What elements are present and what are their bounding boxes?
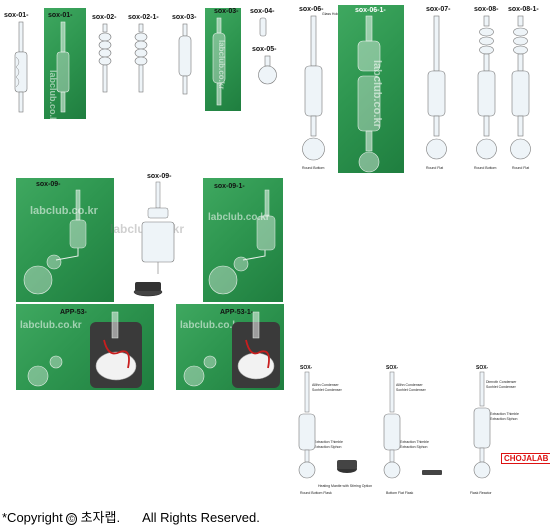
caption-soxhlet-condenser: Soxhlet Condenser [396,388,426,392]
product-code-label: SOX- [386,365,399,371]
reactor-setup-illustration [183,311,280,388]
caption-extraction-siphon: Extraction Siphon [490,417,518,421]
soxhlet-setup-illustration [133,181,175,297]
product-code-label: sox-06-1- [355,7,386,14]
condenser-illustration [259,17,267,37]
soxhlet-extractor-illustration [357,15,381,173]
product-code-label: sox-04- [250,8,275,15]
soxhlet-extractor-illustration [476,15,497,160]
caption-round-flat: Round Flat [426,166,444,170]
product-code-label: sox-01- [48,12,73,19]
product-code-label: sox-08- [474,6,499,13]
product-code-label: APP-53- [60,309,87,316]
green-photo-panel [205,8,241,111]
soxhlet-assembly-illustration [383,371,442,479]
copyright-footer: *Copyright © 초자랩. All Rights Reserved. [2,507,260,526]
caption-extraction-thimble: Extraction Thimble [490,412,519,416]
reactor-setup-illustration [27,311,142,388]
product-code-label: sox-01- [4,12,29,19]
product-code-label: SOX- [300,365,313,371]
rights-text: All Rights Reserved. [142,510,260,525]
soxhlet-assembly-illustration [473,371,491,479]
product-code-label: sox-02- [92,14,117,21]
caption-dimroth-condenser: Dimroth Condenser [486,380,517,384]
product-code-label: sox-06- [299,6,324,13]
allihn-condenser-illustration [98,23,112,93]
product-code-label: sox-09- [147,173,172,180]
product-code-label: sox-07- [426,6,451,13]
soxhlet-extractor-illustration [510,15,531,160]
brand-logo: CHOJALAB [501,453,550,464]
soxhlet-apparatus-illustration [56,21,70,113]
product-code-label: SOX- [476,365,489,371]
caption-soxhlet-condenser: Soxhlet Condenser [312,388,342,392]
product-code-label: sox-03- [172,14,197,21]
company-name: 초자랩. [80,510,121,525]
product-code-label: APP-53-1- [220,309,254,316]
caption-round-bottom: Round Bottom [474,166,497,170]
caption-round-bottom-flask: Round Bottom Flask [300,491,332,495]
caption-round-bottom: Round Bottom [302,166,325,170]
caption-extraction-siphon: Extraction Siphon [400,445,428,449]
caption-extraction-siphon: Extraction Siphon [314,445,342,449]
round-bottom-flask-illustration [258,55,277,85]
soxhlet-setup-illustration [23,189,87,295]
allihn-condenser-illustration [134,23,148,93]
caption-allihn-condenser: Allihn Condenser [312,383,339,387]
copyright-prefix: *Copyright [2,510,63,525]
product-code-label: sox-05- [252,46,277,53]
watermark-text: labclub.co.kr [20,320,82,331]
product-code-label: sox-03- [214,8,239,15]
product-code-label: sox-02-1- [128,14,159,21]
product-code-label: sox-09- [36,181,61,188]
caption-soxhlet-condenser: Soxhlet Condenser [486,385,516,389]
soxhlet-extractor-illustration [426,15,447,160]
caption-flask-reactor: Flask Reactor [470,491,492,495]
soxhlet-setup-illustration [208,189,276,295]
watermark-text: labclub.co.kr [30,205,98,217]
caption-allihn-condenser: Allihn Condenser [396,383,423,387]
copyright-symbol: © [66,513,77,525]
green-photo-panel [203,178,283,302]
caption-glass-holder: Glass Holder [322,12,343,16]
product-code-label: sox-08-1- [508,6,539,13]
caption-heating-mantle: Heating Mantle with Stirring Option [318,484,373,488]
soxhlet-apparatus-illustration [14,21,28,113]
watermark-text: labclub.co.kr [208,212,270,223]
extractor-body-illustration [212,17,226,106]
caption-extraction-thimble: Extraction Thimble [400,440,429,444]
extractor-body-illustration [178,23,192,95]
caption-bottom-flat-flask: Bottom Flat Flask [386,491,414,495]
soxhlet-extractor-illustration [302,15,325,161]
caption-round-flat: Round Flat [512,166,530,170]
watermark-text: labclub.co.kr [180,320,242,331]
caption-extraction-thimble: Extraction Thimble [314,440,343,444]
product-code-label: sox-09-1- [214,183,245,190]
green-photo-panel [16,178,114,302]
soxhlet-assembly-illustration [298,371,357,479]
